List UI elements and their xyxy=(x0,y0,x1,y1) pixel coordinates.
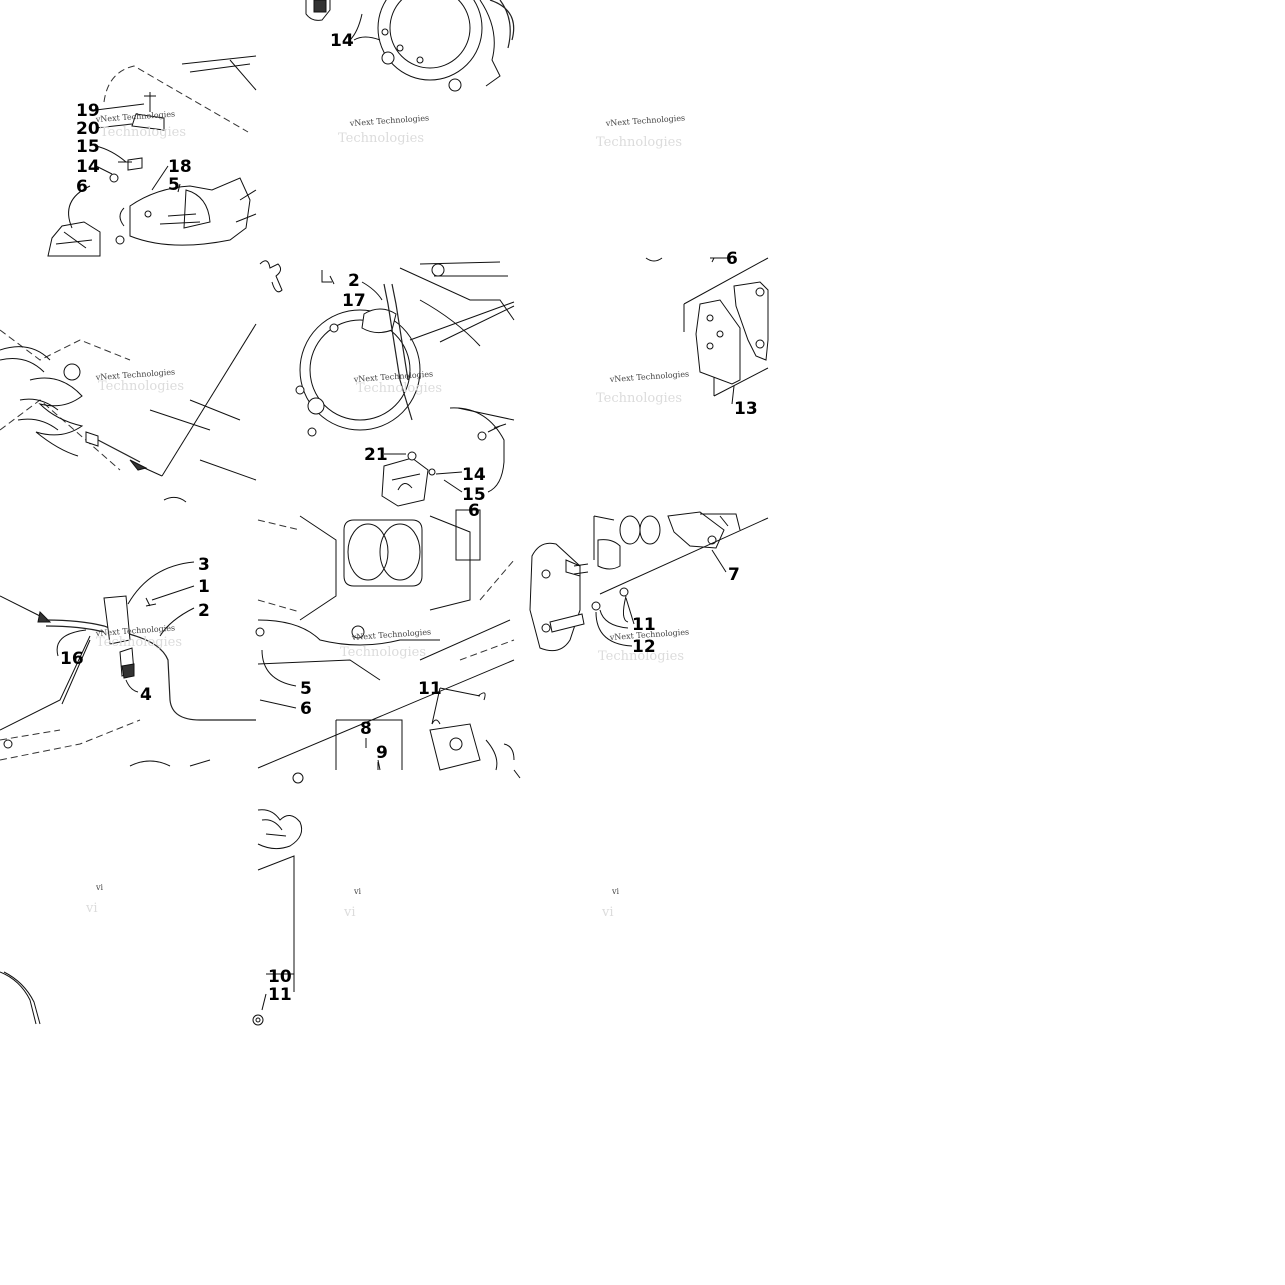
tile-knuckle-center xyxy=(259,260,515,507)
blank-region-bottom xyxy=(0,1030,1285,1285)
callout-label: 21 xyxy=(364,445,388,465)
tile-brake-pads xyxy=(645,257,769,397)
svg-text:Technologies: Technologies xyxy=(340,645,426,660)
callout-label: 1 xyxy=(198,577,210,597)
svg-text:vi: vi xyxy=(95,883,104,892)
callout-label: 10 xyxy=(268,967,292,987)
svg-text:vi: vi xyxy=(601,905,614,920)
svg-text:vNext Technologies: vNext Technologies xyxy=(605,113,686,128)
callout-label: 14 xyxy=(76,157,100,177)
callout-label: 17 xyxy=(342,291,366,311)
callout-label: 15 xyxy=(76,137,100,157)
callout-label: 5 xyxy=(168,175,180,195)
svg-text:Technologies: Technologies xyxy=(338,131,424,146)
callout-label: 6 xyxy=(726,249,738,269)
callout-label: 3 xyxy=(198,555,210,575)
callout-label: 6 xyxy=(468,501,480,521)
callout-label: 20 xyxy=(76,119,100,139)
svg-text:Technologies: Technologies xyxy=(596,135,682,150)
callout-label: 7 xyxy=(728,565,740,585)
tile-spring-left xyxy=(0,323,257,503)
svg-text:Technologies: Technologies xyxy=(596,391,682,406)
callout-label: 6 xyxy=(76,177,88,197)
tile-caliper-exploded xyxy=(529,511,769,652)
callout-leaders xyxy=(56,13,735,1011)
callout-label: 13 xyxy=(734,399,758,419)
callout-label: 11 xyxy=(632,615,656,635)
tile-hub-top xyxy=(305,0,515,92)
tile-caliper-top-left xyxy=(47,55,257,257)
callout-label: 14 xyxy=(330,31,354,51)
tile-lower-strip xyxy=(0,809,303,1026)
callout-label: 5 xyxy=(300,679,312,699)
callout-label: 16 xyxy=(60,649,84,669)
svg-text:Technologies: Technologies xyxy=(598,649,684,664)
callout-label: 18 xyxy=(168,157,192,177)
svg-text:vi: vi xyxy=(85,901,98,916)
callout-label: 6 xyxy=(300,699,312,719)
callout-label: 2 xyxy=(348,271,360,291)
svg-text:vNext Technologies: vNext Technologies xyxy=(349,113,430,128)
tile-brake-switch xyxy=(0,595,256,767)
svg-text:vi: vi xyxy=(611,887,620,896)
callout-labels: 14 19 20 15 14 18 6 5 2 17 21 14 15 6 6 … xyxy=(60,31,758,1005)
svg-text:vNext Technologies: vNext Technologies xyxy=(609,369,690,384)
callout-label: 9 xyxy=(376,743,388,763)
svg-text:vi: vi xyxy=(353,887,362,896)
callout-label: 2 xyxy=(198,601,210,621)
callout-label: 14 xyxy=(462,465,486,485)
callout-label: 19 xyxy=(76,101,100,121)
callout-label: 11 xyxy=(268,985,292,1005)
callout-label: 4 xyxy=(140,685,152,705)
svg-text:Technologies: Technologies xyxy=(98,379,184,394)
callout-label: 15 xyxy=(462,485,486,505)
svg-text:Technologies: Technologies xyxy=(96,635,182,650)
tile-frame-bottom xyxy=(255,509,521,784)
svg-text:Technologies: Technologies xyxy=(100,125,186,140)
callout-label: 11 xyxy=(418,679,442,699)
callout-label: 12 xyxy=(632,637,656,657)
callout-label: 8 xyxy=(360,719,372,739)
svg-text:Technologies: Technologies xyxy=(356,381,442,396)
svg-text:vi: vi xyxy=(343,905,356,920)
